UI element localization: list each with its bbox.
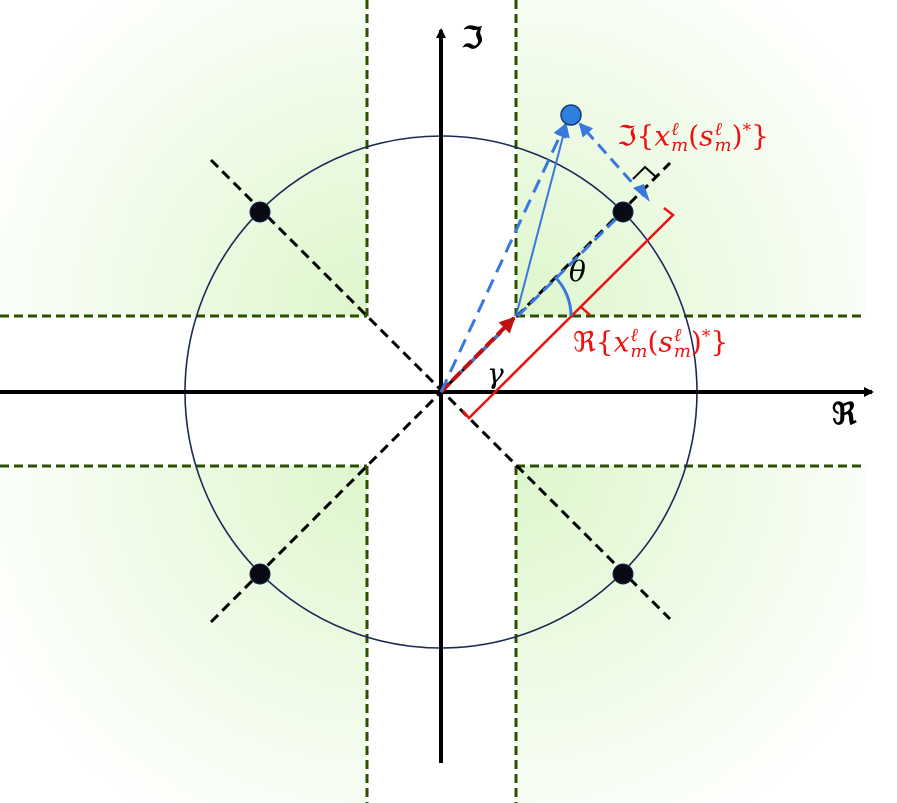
red-vector-gamma [439,316,516,394]
noise-vector [515,123,570,317]
s-superscript: ℓ [714,119,723,140]
gamma-label: γ [487,357,504,390]
x-subscript: m [671,135,689,157]
imag-operator: ℑ [617,119,637,153]
region-bottom-left [0,466,367,803]
conjugate-star: * [701,326,711,347]
open-brace: { [636,119,655,153]
received-vector-dashed [439,123,567,393]
real-operator: ℜ [573,325,596,359]
x-symbol: x [654,119,671,153]
constellation-points [249,201,634,585]
s-symbol: s [658,325,673,359]
open-brace: { [595,325,614,359]
constellation-point-q4 [612,563,634,585]
theta-arc [553,275,573,317]
close-brace: } [710,325,729,359]
s-symbol: s [699,119,714,153]
x-symbol: x [613,325,630,359]
vectors [439,122,650,394]
right-angle-tick [580,306,591,316]
x-superscript: ℓ [630,325,638,346]
real-axis-label: ℜ [832,397,857,432]
close-brace: } [751,119,769,153]
imag-axis-label: ℑ [462,21,483,56]
paren-open: ( [647,325,659,359]
paren-close: ) [690,325,702,359]
axes [0,28,874,763]
paren-close: ) [731,119,743,153]
real-projection-bracket [462,207,675,420]
constellation-point-q2 [249,201,271,223]
right-angle-marker [632,165,657,180]
x-superscript: ℓ [671,119,679,140]
theta-label: θ [569,255,586,288]
s-superscript: ℓ [673,325,682,346]
decision-regions [0,0,866,803]
imag-projection-arrow-up [578,122,646,197]
imag-projection-arrowhead [633,184,650,202]
constellation-point-q1 [612,201,634,223]
received-symbol-point [560,104,582,126]
decision-boundaries [0,0,866,803]
x-subscript: m [630,341,648,363]
region-top-left [0,0,367,316]
conjugate-star: * [742,120,752,141]
region-top-right [516,0,866,316]
s-subscript: m [714,135,732,157]
constellation-point-q3 [249,563,271,585]
s-subscript: m [673,341,691,363]
paren-open: ( [688,119,700,153]
